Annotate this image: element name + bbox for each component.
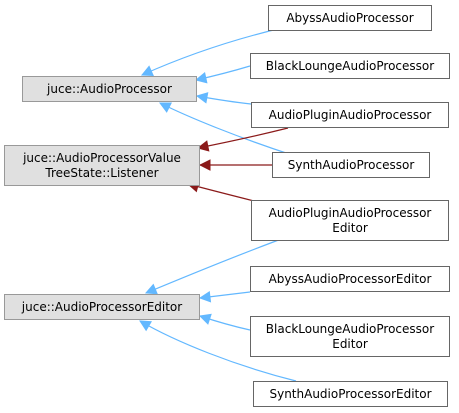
node-label-line: Editor bbox=[332, 220, 368, 235]
node-plugin-editor[interactable]: AudioPluginAudioProcessor Editor bbox=[251, 200, 449, 241]
edge-plugin-processor-to-audio-processor bbox=[197, 96, 252, 105]
edge-synth-editor-to-processor-editor bbox=[140, 321, 297, 382]
node-label-line: juce::AudioProcessorValue bbox=[23, 150, 181, 165]
node-label-line: Editor bbox=[332, 336, 368, 351]
node-label-line: SynthAudioProcessorEditor bbox=[269, 386, 432, 401]
node-abyss-processor[interactable]: AbyssAudioProcessor bbox=[268, 5, 432, 31]
node-label-line: SynthAudioProcessor bbox=[287, 157, 415, 172]
edge-abyss-processor-to-audio-processor bbox=[142, 26, 287, 75]
edge-abyss-editor-to-processor-editor bbox=[200, 292, 251, 298]
edge-synth-processor-to-audio-processor bbox=[160, 102, 293, 156]
node-label-line: BlackLoungeAudioProcessor bbox=[265, 58, 435, 73]
node-value-tree-listener: juce::AudioProcessorValue TreeState::Lis… bbox=[4, 145, 200, 186]
node-label-line: juce::AudioProcessor bbox=[47, 81, 172, 96]
edge-plugin-editor-to-processor-editor bbox=[146, 237, 285, 293]
edge-blacklounge-editor-to-processor-editor bbox=[200, 316, 251, 331]
node-label-line: juce::AudioProcessorEditor bbox=[21, 299, 183, 314]
node-blacklounge-processor[interactable]: BlackLoungeAudioProcessor bbox=[250, 53, 450, 79]
node-blacklounge-editor[interactable]: BlackLoungeAudioProcessor Editor bbox=[250, 316, 450, 357]
node-abyss-editor[interactable]: AbyssAudioProcessorEditor bbox=[250, 266, 450, 292]
node-label-line: AbyssAudioProcessor bbox=[286, 10, 414, 25]
node-synth-editor[interactable]: SynthAudioProcessorEditor bbox=[253, 381, 448, 407]
node-label-line: AbyssAudioProcessorEditor bbox=[268, 271, 432, 286]
node-label-line: AudioPluginAudioProcessor bbox=[268, 205, 432, 220]
node-label-line: BlackLoungeAudioProcessor bbox=[265, 321, 435, 336]
node-audio-processor: juce::AudioProcessor bbox=[22, 76, 197, 102]
node-label-line: AudioPluginAudioProcessor bbox=[268, 107, 432, 122]
node-synth-processor[interactable]: SynthAudioProcessor bbox=[272, 152, 430, 178]
edge-plugin-processor-to-listener bbox=[198, 127, 289, 148]
node-plugin-processor[interactable]: AudioPluginAudioProcessor bbox=[251, 102, 449, 128]
node-processor-editor: juce::AudioProcessorEditor bbox=[4, 294, 200, 320]
node-label-line: TreeState::Listener bbox=[45, 165, 159, 180]
edge-blacklounge-processor-to-audio-processor bbox=[196, 65, 251, 80]
